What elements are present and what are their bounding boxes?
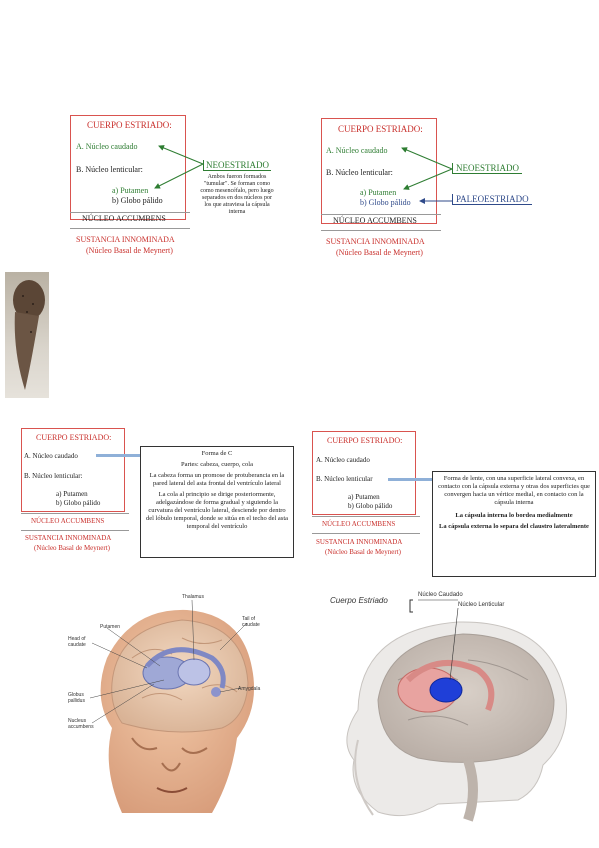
putamen-item: a) Putamen xyxy=(112,186,149,195)
divider xyxy=(321,230,441,231)
label-putamen: Putamen xyxy=(100,624,121,630)
putamen-item: a) Putamen xyxy=(348,493,380,501)
label-globus: Globus pallidus xyxy=(68,692,85,704)
tumular-note: Ambos fueron formados "tumular". Se form… xyxy=(200,174,274,215)
embryo-image xyxy=(13,280,45,390)
label-head: Head of caudate xyxy=(68,636,86,648)
accumbens-label: NÚCLEO ACCUMBENS xyxy=(31,517,105,525)
caudate-item: A. Núcleo caudado xyxy=(326,146,388,155)
putamen-item: a) Putamen xyxy=(360,188,397,197)
caudate-item: A. Núcleo caudado xyxy=(76,142,138,151)
accumbens-label: NÚCLEO ACCUMBENS xyxy=(333,216,417,225)
globus-item: b) Globo pálido xyxy=(348,502,393,510)
innominada-label: SUSTANCIA INNOMINADA xyxy=(25,534,112,542)
arrows-1 xyxy=(154,145,204,189)
label-tail: Tail of caudate xyxy=(242,616,260,628)
info-paragraph: La cápsula interna lo bordea medialmente xyxy=(455,512,573,519)
divider xyxy=(312,516,420,517)
meynert-label: (Núcleo Basal de Meynert) xyxy=(336,248,423,257)
info-parts: Partes: cabeza, cuerpo, cola xyxy=(180,461,253,468)
accumbens-label: NÚCLEO ACCUMBENS xyxy=(82,214,166,223)
lenticular-item: B. Núcleo lenticular: xyxy=(76,165,143,174)
striatum-box-3 xyxy=(21,428,125,512)
caudate-item: A. Núcleo caudado xyxy=(316,456,370,464)
striatum-box-1 xyxy=(70,115,186,220)
striatum-box-4 xyxy=(312,431,416,515)
skull-illustration xyxy=(346,599,568,822)
label-amygdala: Amygdala xyxy=(238,686,261,692)
caudate-info-box: Forma de C Partes: cabeza, cuerpo, cola … xyxy=(140,446,294,558)
innominada-label: SUSTANCIA INNOMINADA xyxy=(326,237,425,246)
meynert-label: (Núcleo Basal de Meynert) xyxy=(34,544,110,552)
divider xyxy=(21,513,129,514)
box-title: CUERPO ESTRIADO: xyxy=(327,436,403,445)
box-title: CUERPO ESTRIADO: xyxy=(36,433,112,442)
striatum-box-2 xyxy=(321,118,437,224)
label-nucleus: Nucleus accumbens xyxy=(68,718,94,730)
paleo-tag: PALEOESTRIADO xyxy=(452,194,532,205)
neo-tag: NEOESTRIADO xyxy=(452,163,522,174)
meynert-label: (Núcleo Basal de Meynert) xyxy=(325,548,401,556)
info-paragraph: Forma de lente, con una superficie later… xyxy=(438,475,590,506)
accumbens-label: NÚCLEO ACCUMBENS xyxy=(322,520,396,528)
skull-figure: Cuerpo Estriado Núcleo Caudado Núcleo Le… xyxy=(318,590,588,826)
embryo-photo xyxy=(5,272,49,398)
globus-item: b) Globo pálido xyxy=(360,198,411,207)
innominada-label: SUSTANCIA INNOMINADA xyxy=(76,235,175,244)
globus-item: b) Globo pálido xyxy=(56,499,101,507)
connector-bar xyxy=(96,454,140,457)
box-title: CUERPO ESTRIADO: xyxy=(338,124,423,134)
label-caudado: Núcleo Caudado xyxy=(418,592,463,598)
putamen-item: a) Putamen xyxy=(56,490,88,498)
info-paragraph: La cola al principio se dirige posterior… xyxy=(145,491,289,530)
meynert-label: (Núcleo Basal de Meynert) xyxy=(86,246,173,255)
divider xyxy=(321,214,441,215)
box-title: CUERPO ESTRIADO: xyxy=(87,120,172,130)
label-cuerpo: Cuerpo Estriado xyxy=(330,596,388,605)
head-illustration xyxy=(89,599,255,813)
divider xyxy=(21,530,129,531)
label-thalamus: Thalamus xyxy=(182,594,204,600)
lenticular-item: B. Núcleo lenticular xyxy=(316,475,373,483)
caudate-item: A. Núcleo caudado xyxy=(24,452,78,460)
connector-bar xyxy=(388,478,432,481)
lenticular-item: B. Núcleo lenticular: xyxy=(326,168,393,177)
info-heading: Forma de C xyxy=(201,450,233,457)
lenticular-info-box: Forma de lente, con una superficie later… xyxy=(432,471,596,577)
info-paragraph: La cápsula externa lo separa del claustr… xyxy=(439,523,589,530)
divider xyxy=(312,533,420,534)
arrows-2 xyxy=(401,147,453,204)
divider xyxy=(70,228,190,229)
innominada-label: SUSTANCIA INNOMINADA xyxy=(316,538,403,546)
basal-ganglia-figure: Putamen Thalamus Tail of caudate Head of… xyxy=(62,588,276,814)
label-lenticular: Núcleo Lenticular xyxy=(458,602,505,608)
lenticular-item: B. Núcleo lenticular: xyxy=(24,472,83,480)
info-paragraph: La cabeza forma un promose de protuberan… xyxy=(149,472,285,487)
neo-tag: NEOESTRIADO xyxy=(203,160,271,171)
divider xyxy=(70,212,190,213)
globus-item: b) Globo pálido xyxy=(112,196,163,205)
